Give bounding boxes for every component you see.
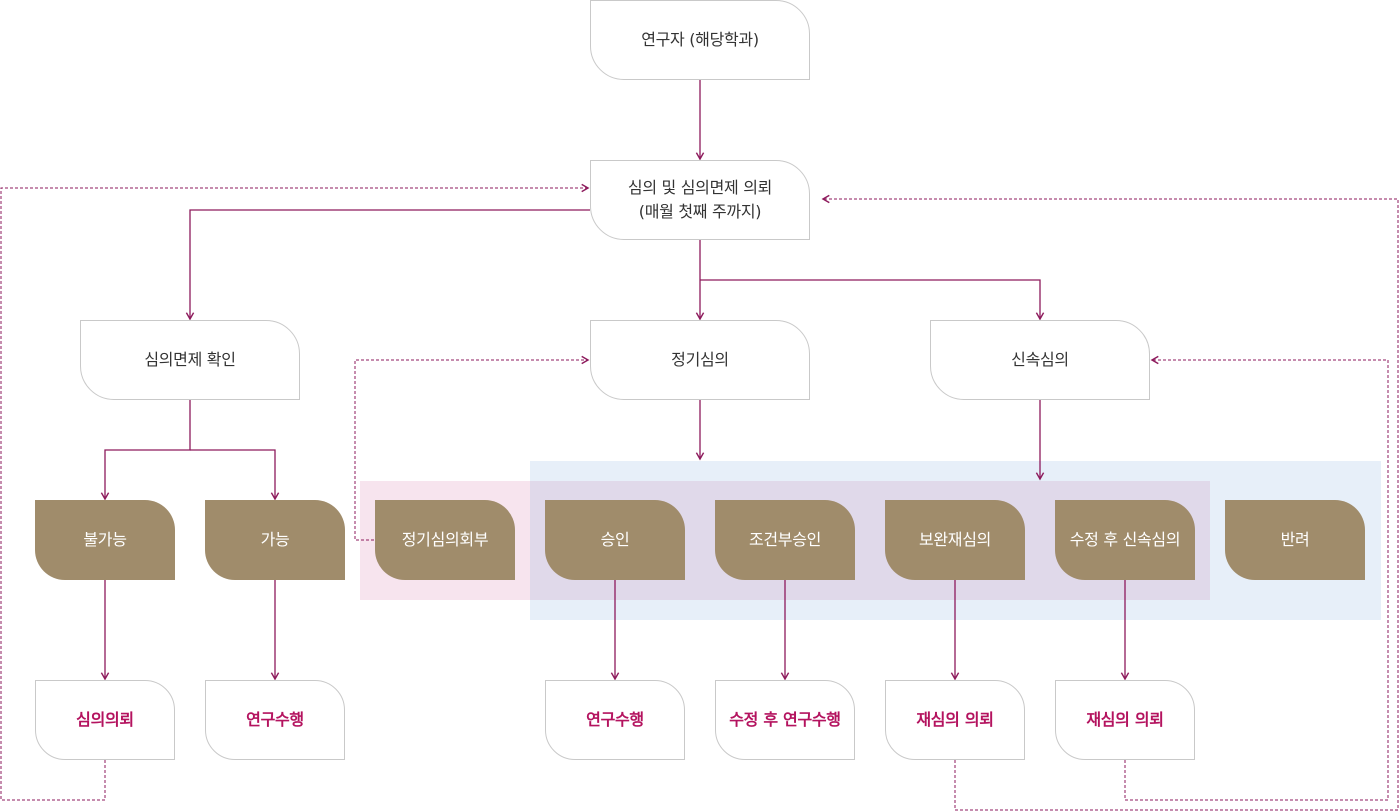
rereview-request-node-1: 재심의 의뢰 [885,680,1025,760]
researcher-node: 연구자 (해당학과) [590,0,810,80]
connector-exemption-to-notpossible [100,399,191,501]
expedited-after-revision-node: 수정 후 신속심의 [1055,500,1195,580]
conduct-after-revision-label: 수정 후 연구수행 [729,710,841,729]
not-possible-node: 불가능 [35,500,175,580]
possible-node: 가능 [205,500,345,580]
conduct-research-node-2: 연구수행 [545,680,685,760]
rejection-node: 반려 [1225,500,1365,580]
possible-label: 가능 [260,530,290,549]
submission-node: 심의 및 심의면제 의뢰 (매월 첫째 주까지) [590,160,810,240]
feedback-rereview1-to-submission [821,194,1399,811]
approval-label: 승인 [600,530,630,549]
rereview-request-label-2: 재심의 의뢰 [1086,710,1164,729]
connector-submission-to-expedited [700,279,1045,321]
conditional-approval-node: 조건부승인 [715,500,855,580]
exemption-check-node: 심의면제 확인 [80,320,300,400]
submission-label: 심의 및 심의면제 의뢰 (매월 첫째 주까지) [627,178,773,221]
supplementary-rereview-node: 보완재심의 [885,500,1025,580]
regular-board-referral-label: 정기심의회부 [401,530,489,549]
exemption-check-label: 심의면제 확인 [144,350,236,369]
supplementary-rereview-label: 보완재심의 [918,530,992,549]
not-possible-label: 불가능 [83,530,127,549]
feedback-request-to-submission [0,183,590,801]
approval-node: 승인 [545,500,685,580]
rereview-request-node-2: 재심의 의뢰 [1055,680,1195,760]
conduct-research-label-2: 연구수행 [586,710,644,729]
rereview-request-label-1: 재심의 의뢰 [916,710,994,729]
conduct-research-label-1: 연구수행 [246,710,304,729]
conduct-after-revision-node: 수정 후 연구수행 [715,680,855,760]
conduct-research-node-1: 연구수행 [205,680,345,760]
feedback-rereview2-to-expedited [1124,355,1389,801]
rejection-label: 반려 [1280,530,1310,549]
connector-exemption-to-possible [190,449,280,501]
expedited-review-label: 신속심의 [1011,350,1069,369]
regular-board-referral-node: 정기심의회부 [375,500,515,580]
regular-review-label: 정기심의 [671,350,729,369]
expedited-review-node: 신속심의 [930,320,1150,400]
request-review-label: 심의의뢰 [76,710,134,729]
feedback-board-to-regular [354,355,590,541]
regular-review-node: 정기심의 [590,320,810,400]
request-review-node: 심의의뢰 [35,680,175,760]
conditional-approval-label: 조건부승인 [748,530,822,549]
expedited-after-revision-label: 수정 후 신속심의 [1069,530,1181,549]
researcher-label: 연구자 (해당학과) [641,30,759,49]
connector-submission-to-exemption [185,209,590,321]
